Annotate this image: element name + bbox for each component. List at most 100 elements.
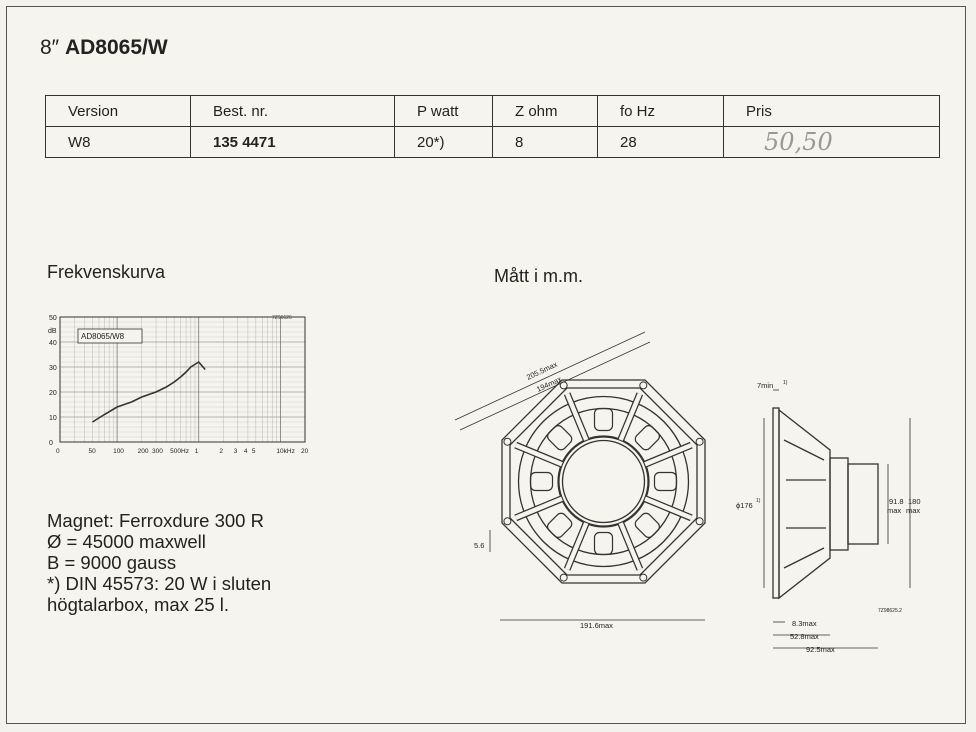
drawing-code: 7Z98625.2: [878, 608, 902, 614]
y-tick-label: 50: [49, 315, 57, 322]
frame-slot: [546, 424, 573, 451]
dim-91-8-max: max: [887, 506, 901, 515]
x-tick-label: 3: [234, 448, 238, 455]
dim-180: 180: [908, 497, 921, 506]
x-tick-label: 100: [113, 448, 124, 455]
dim-191-6: 191.6max: [580, 621, 613, 630]
header-impedance: Z ohm: [492, 95, 598, 127]
frame-slot: [546, 512, 573, 539]
dust-cap: [561, 439, 646, 524]
spec-table: Version Best. nr. P watt Z ohm fo Hz Pri…: [45, 95, 940, 158]
dimension-lines: [454, 331, 911, 649]
dimensions-label: Mått i m.m.: [494, 266, 583, 286]
frame-spoke-inner: [644, 443, 693, 467]
note-flux: Ø = 45000 maxwell: [47, 531, 206, 552]
dim-7min-note: 1): [783, 380, 788, 386]
x-tick-label: 200: [138, 448, 149, 455]
dim-52-8: 52.8max: [790, 632, 819, 641]
mounting-hole: [639, 573, 648, 582]
frame-spoke-inner: [514, 443, 563, 467]
chart-axes: [59, 316, 306, 443]
header-resonance: fo Hz: [597, 95, 724, 127]
cell-price-handwritten: 50,50: [723, 126, 940, 158]
frame-spokes: [503, 381, 704, 582]
x-tick-label: 20: [301, 448, 309, 455]
frame-spoke-inner: [514, 496, 563, 520]
mounting-hole: [559, 573, 568, 582]
mounting-hole: [695, 517, 704, 526]
header-price: Pris: [723, 95, 940, 127]
note-din: *) DIN 45573: 20 W i sluten: [47, 573, 272, 594]
header-order-number: Best. nr.: [190, 95, 395, 127]
freq-curve-label: Frekvenskurva: [47, 262, 166, 282]
frame-spoke-inner: [618, 392, 642, 441]
frame-slot: [653, 471, 678, 492]
note-gauss: B = 9000 gauss: [47, 552, 177, 573]
spec-header-row: Version Best. nr. P watt Z ohm fo Hz Pri…: [45, 95, 940, 127]
title-size: 8″: [40, 36, 60, 59]
frame-spoke-inner: [565, 392, 589, 441]
dim-176: ϕ176: [736, 501, 753, 510]
specifications-notes: Magnet: Ferroxdure 300 R Ø = 45000 maxwe…: [47, 510, 271, 615]
front-frame-outline: [501, 379, 706, 584]
dim-8-3: 8.3max: [792, 619, 817, 628]
note-box: högtalarbox, max 25 l.: [47, 594, 230, 615]
frame-slot: [593, 531, 614, 556]
cell-order-number: 135 4471: [190, 126, 395, 158]
x-tick-label: 500Hz: [170, 448, 189, 455]
front-frame-inner: [509, 387, 698, 576]
y-tick-label: 10: [49, 415, 57, 422]
spec-data-row: W8 135 4471 20*) 8 28 50,50: [45, 126, 940, 158]
x-tick-label: 10kHz: [276, 448, 294, 455]
legend-box: [77, 328, 143, 344]
cone-outer-ring: [517, 395, 690, 568]
x-tick-label: 300: [152, 448, 163, 455]
frame-slot: [634, 424, 661, 451]
mounting-hole: [639, 381, 648, 390]
speaker-dimension-drawing: 205.5max 194max 191.6max 5.6 7min 1) ϕ17…: [454, 331, 921, 654]
side-magnet-plate: [829, 457, 849, 551]
side-basket: [778, 408, 831, 600]
frame-spoke-inner: [618, 522, 642, 571]
plot-frame: [59, 316, 306, 443]
x-tick-label: 4: [244, 448, 248, 455]
dim-176-note: 1): [756, 498, 761, 504]
page-title: 8″ AD8065/W: [40, 36, 168, 60]
dim-180-max: max: [906, 506, 920, 515]
y-tick-label: 0: [49, 440, 53, 447]
mounting-hole: [503, 517, 512, 526]
title-model: AD8065/W: [64, 36, 168, 59]
y-tick-label: 40: [49, 340, 57, 347]
y-tick-label: 30: [49, 365, 57, 372]
cell-power: 20*): [394, 126, 493, 158]
side-mounting-flange: [772, 407, 780, 599]
y-tick-label: 20: [49, 390, 57, 397]
mounting-hole: [695, 437, 704, 446]
dust-cap-ring: [557, 435, 650, 528]
x-tick-label: 50: [88, 448, 96, 455]
dim-91-8: 91.8: [889, 497, 904, 506]
x-tick-label: 0: [56, 448, 60, 455]
mounting-hole: [503, 437, 512, 446]
header-power: P watt: [394, 95, 493, 127]
cell-resonance: 28: [597, 126, 724, 158]
cell-version: W8: [45, 126, 191, 158]
y-axis-label: dB: [48, 328, 57, 335]
frame-spoke-inner: [644, 496, 693, 520]
header-version: Version: [45, 95, 191, 127]
x-tick-label: 2: [219, 448, 223, 455]
chart-code: 7Z96626: [272, 315, 292, 321]
response-curve: [92, 360, 206, 423]
frame-spoke-inner: [565, 522, 589, 571]
frequency-response-chart: AD8065/W8 7Z96626 dB 0 10 20 30 40 50 0 50 100 20…: [48, 315, 309, 455]
dim-5-6: 5.6: [474, 541, 484, 550]
x-tick-label: 5: [252, 448, 256, 455]
dim-194: 194max: [535, 374, 563, 394]
dim-92-5: 92.5max: [806, 645, 835, 654]
frame-slot: [593, 407, 614, 432]
dim-7min: 7min: [757, 381, 773, 390]
frame-slot: [634, 512, 661, 539]
legend-label: AD8065/W8: [81, 332, 125, 341]
frame-slot: [529, 471, 554, 492]
